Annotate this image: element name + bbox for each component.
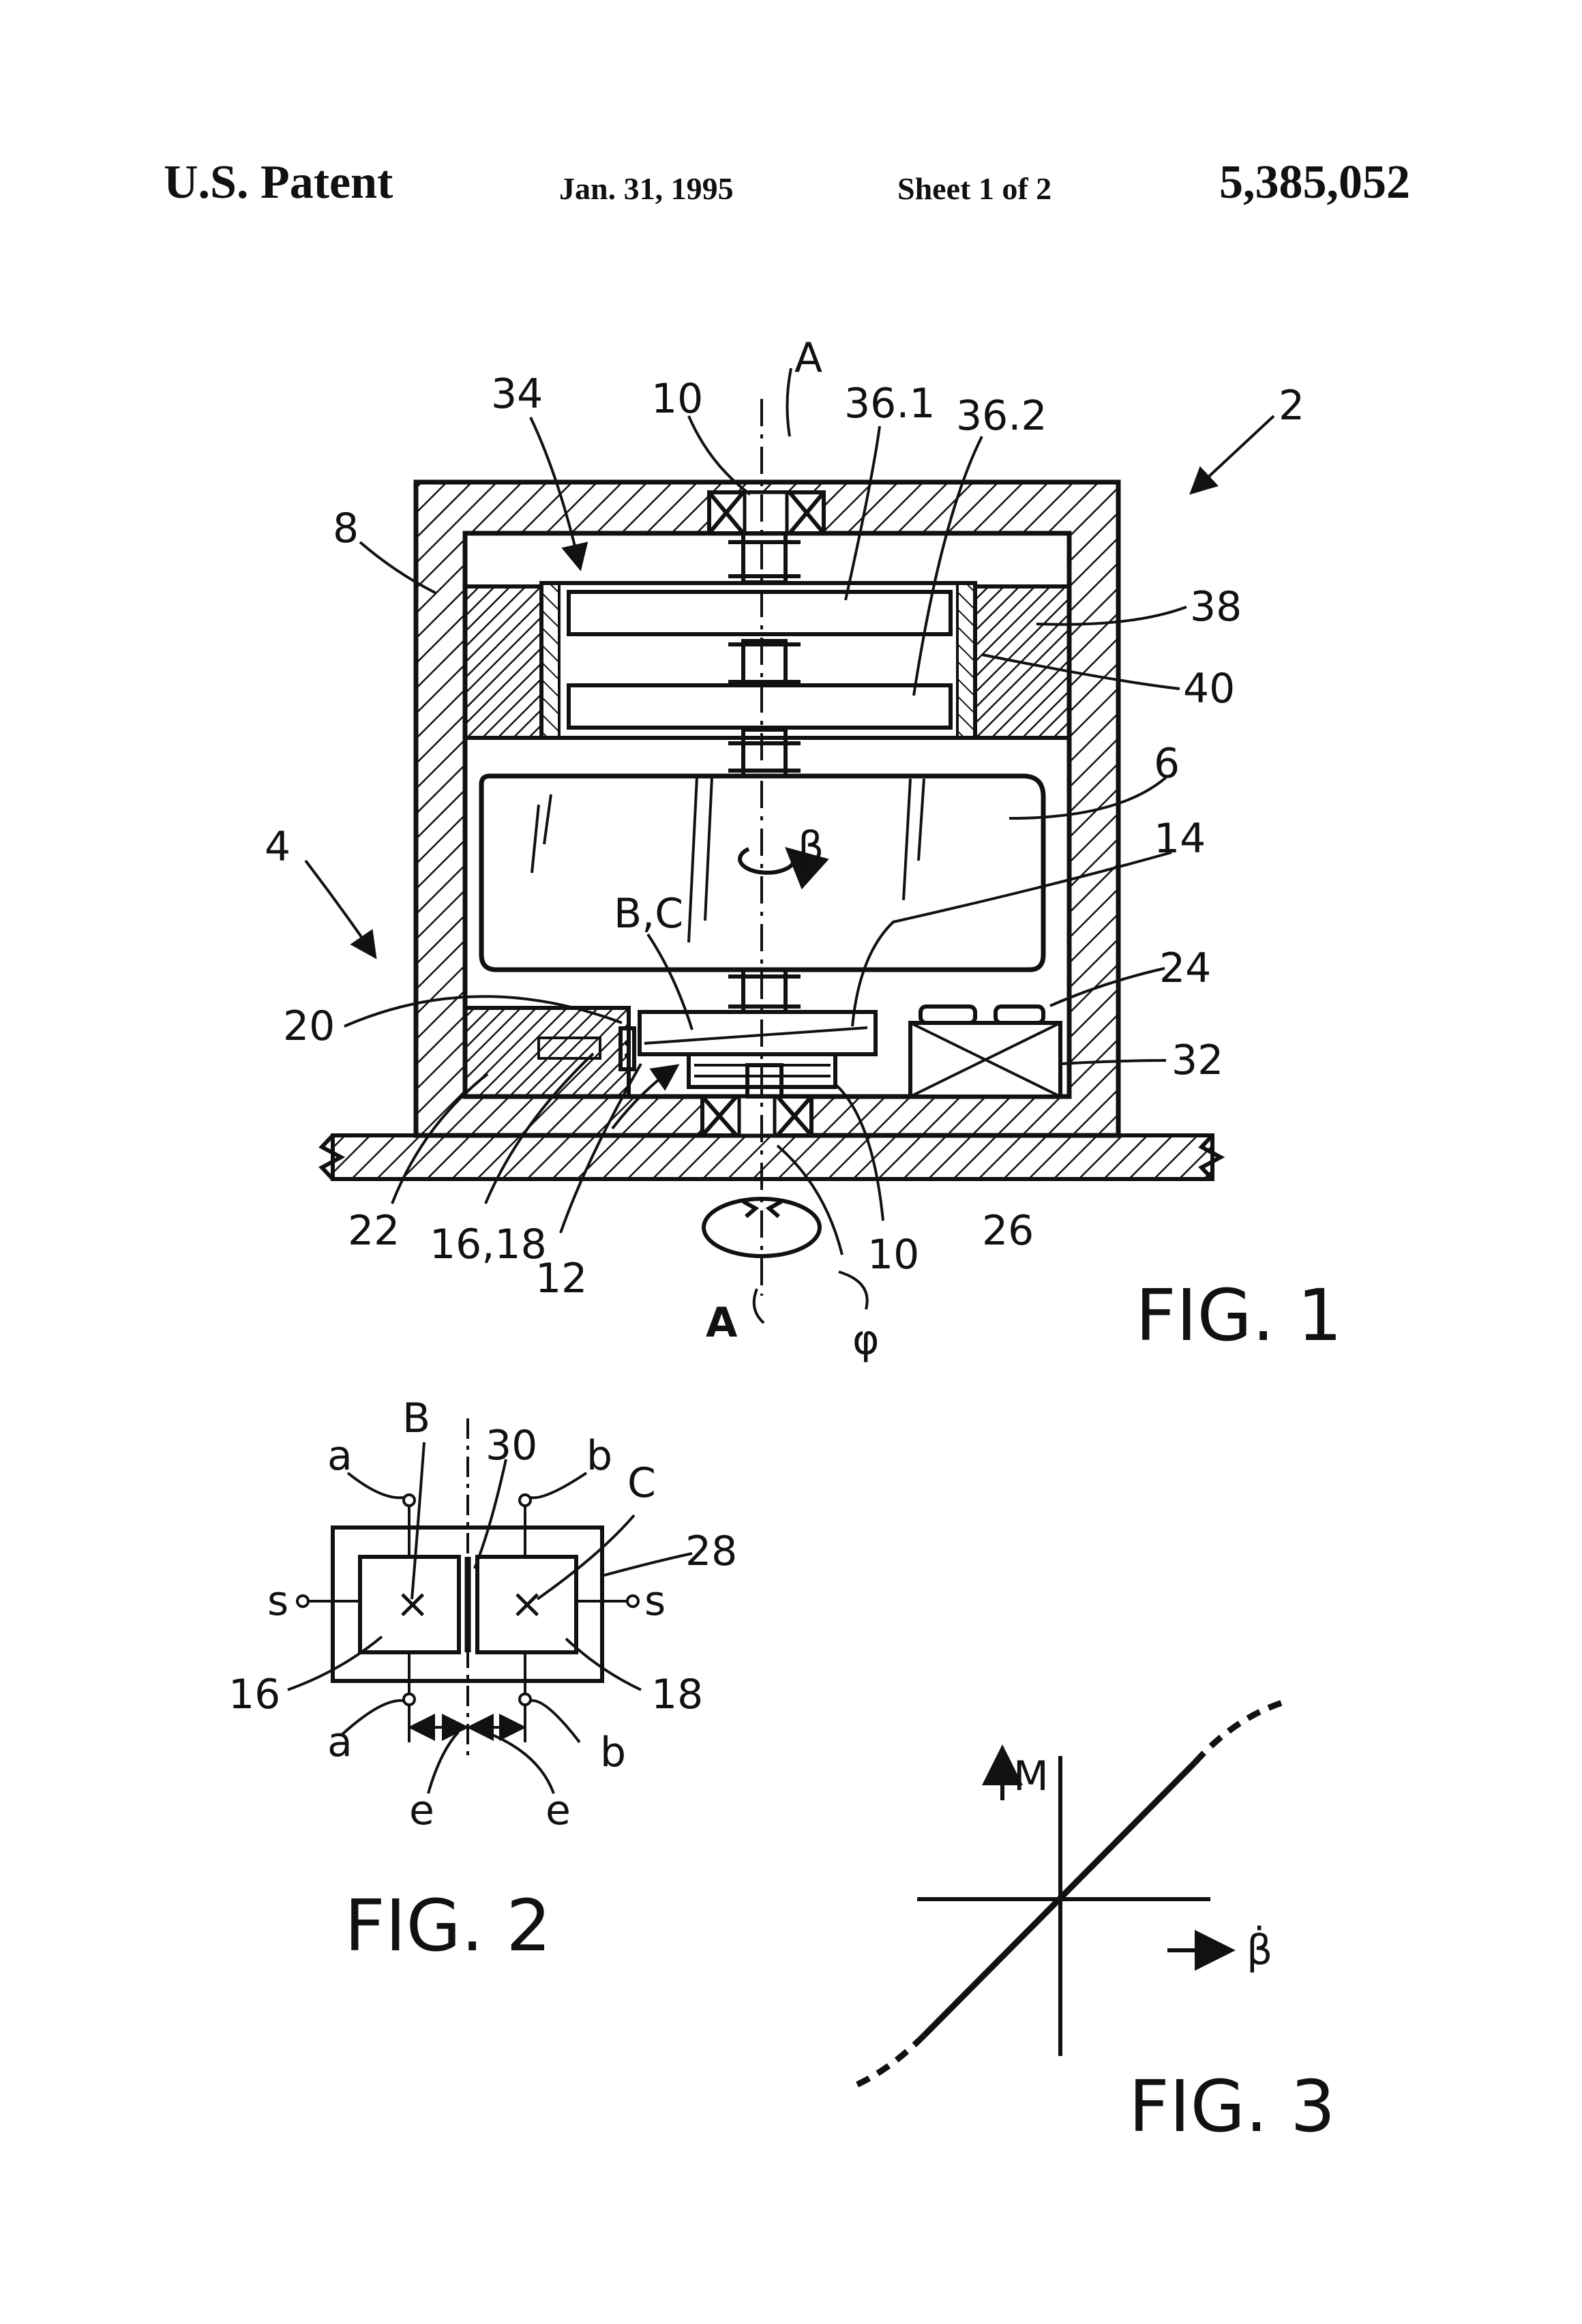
label-38: 38 bbox=[1190, 583, 1242, 631]
curve-lower-dashed bbox=[849, 2036, 924, 2088]
label-s-right: s bbox=[644, 1577, 666, 1625]
base-plate bbox=[322, 1135, 1221, 1179]
fig3: M β̇ FIG. 3 bbox=[849, 1703, 1335, 2148]
label-36-2: 36.2 bbox=[956, 392, 1047, 440]
label-18: 18 bbox=[651, 1671, 703, 1718]
label-10-bottom: 10 bbox=[867, 1231, 919, 1279]
axis-a-bottom-label: A bbox=[706, 1299, 738, 1347]
curve-upper-dashed bbox=[1195, 1703, 1282, 1763]
label-36-1: 36.1 bbox=[844, 380, 936, 428]
label-e-right: e bbox=[546, 1787, 571, 1834]
magnet-block bbox=[465, 1008, 634, 1097]
marker-B: × bbox=[395, 1580, 430, 1628]
label-8: 8 bbox=[333, 505, 359, 552]
fig1: A A 2 4 6 8 10 10 12 14 16,18 20 22 24 2… bbox=[265, 334, 1342, 1364]
label-6: 6 bbox=[1154, 740, 1180, 788]
label-16-18: 16,18 bbox=[430, 1221, 547, 1268]
axis-a-top-label: A bbox=[794, 334, 822, 382]
label-34: 34 bbox=[491, 370, 543, 418]
fig2-caption: FIG. 2 bbox=[344, 1884, 551, 1967]
fig3-caption: FIG. 3 bbox=[1129, 2065, 1335, 2148]
label-22: 22 bbox=[348, 1207, 400, 1255]
label-16: 16 bbox=[228, 1671, 280, 1718]
label-bc: B,C bbox=[614, 890, 683, 938]
label-b-bottom: b bbox=[600, 1729, 626, 1776]
label-e-left: e bbox=[409, 1787, 434, 1834]
label-a-bottom: a bbox=[327, 1718, 353, 1766]
label-30: 30 bbox=[486, 1422, 537, 1470]
disc-assembly bbox=[541, 583, 975, 738]
label-b-top: b bbox=[586, 1432, 612, 1480]
label-32: 32 bbox=[1171, 1037, 1223, 1084]
label-a-top: a bbox=[327, 1432, 353, 1480]
electronics-box bbox=[910, 1007, 1060, 1097]
label-s-left: s bbox=[267, 1577, 288, 1625]
fig2: B C 30 28 16 18 a a b b s s e e × × FIG.… bbox=[228, 1395, 737, 1967]
label-24: 24 bbox=[1159, 944, 1211, 992]
label-14: 14 bbox=[1154, 815, 1206, 863]
sensor-disc bbox=[640, 1012, 876, 1054]
label-B: B bbox=[402, 1395, 430, 1442]
label-20: 20 bbox=[283, 1002, 335, 1050]
fig1-caption: FIG. 1 bbox=[1135, 1274, 1342, 1357]
marker-C: × bbox=[510, 1580, 544, 1628]
label-26: 26 bbox=[982, 1207, 1034, 1255]
stator-left bbox=[465, 586, 541, 738]
label-C: C bbox=[627, 1459, 656, 1507]
label-beta: β bbox=[798, 823, 824, 871]
label-28: 28 bbox=[685, 1528, 737, 1575]
label-2: 2 bbox=[1279, 382, 1304, 430]
y-axis-label: M bbox=[1013, 1753, 1049, 1800]
x-axis-label: β̇ bbox=[1247, 1925, 1272, 1974]
label-4: 4 bbox=[265, 823, 290, 871]
label-phi: φ bbox=[852, 1316, 880, 1364]
label-10-top: 10 bbox=[651, 375, 703, 423]
label-40: 40 bbox=[1183, 665, 1235, 713]
